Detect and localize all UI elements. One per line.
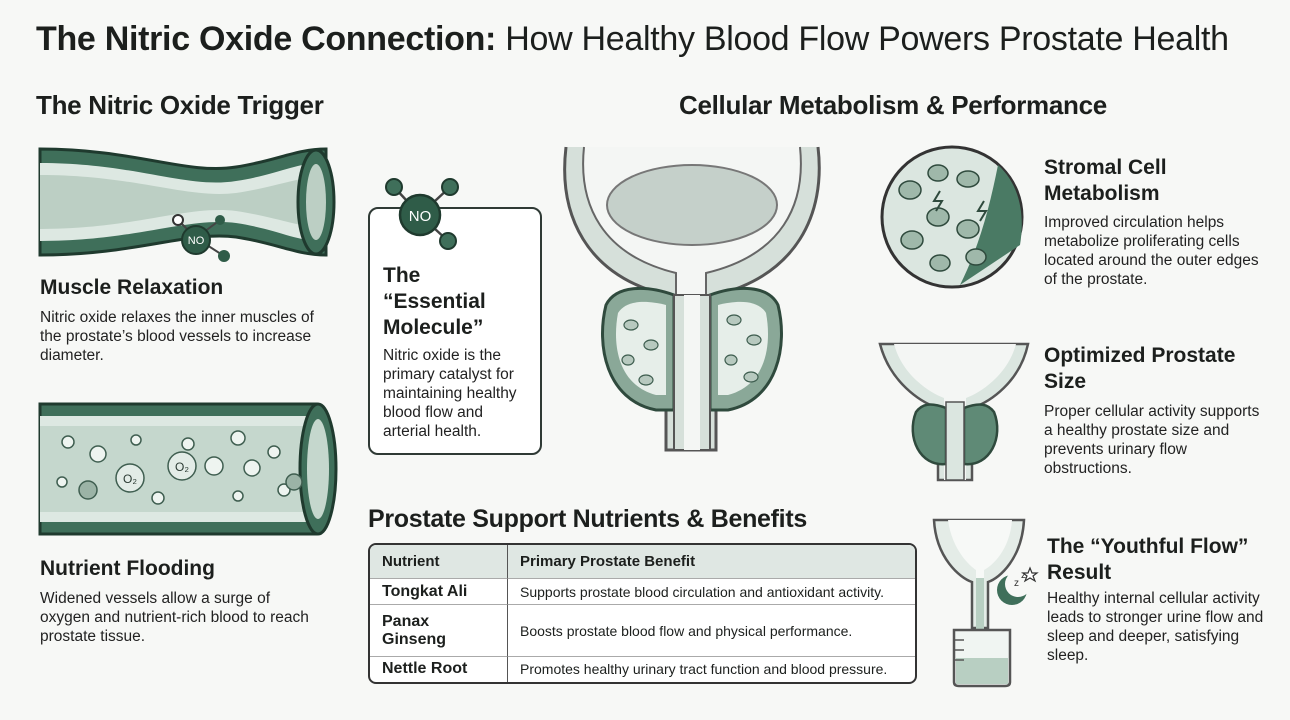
svg-text:z: z <box>1014 578 1019 589</box>
table-row: Panax Ginseng Boosts prostate blood flow… <box>370 605 915 657</box>
nutrient-flooding-text: Widened vessels allow a surge of oxygen … <box>40 590 309 645</box>
nutrient-flooding-title: Nutrient Flooding <box>40 557 215 580</box>
nutrients-table: Nutrient Primary Prostate Benefit Tongka… <box>368 543 917 684</box>
prostate-bladder-illustration <box>563 146 821 452</box>
cellular-metabolism-heading: Cellular Metabolism & Performance <box>679 90 1107 120</box>
benefit-cell: Promotes healthy urinary tract function … <box>520 661 888 678</box>
no-molecule-large-icon: NO <box>385 178 459 250</box>
no-label-large: NO <box>409 208 432 225</box>
muscle-relaxation-title: Muscle Relaxation <box>40 276 224 299</box>
stromal-text: Improved circulation helps metabolize pr… <box>1044 214 1259 288</box>
title-bold: The Nitric Oxide Connection: <box>36 20 497 58</box>
essential-molecule-card <box>368 207 542 455</box>
column-header-benefit: Primary Prostate Benefit <box>508 545 915 579</box>
youthful-flow-illustration: z z <box>932 518 1039 688</box>
nutrient-cell: Tongkat Ali <box>370 579 508 606</box>
widened-vessel-illustration: O₂ O₂ <box>38 402 338 536</box>
essential-molecule-title-line2: “Essential <box>383 290 486 313</box>
constricted-vessel-illustration <box>38 147 336 257</box>
column-header-nutrient: Nutrient <box>370 545 508 579</box>
stromal-cells-illustration <box>880 145 1024 289</box>
title-rest: How Healthy Blood Flow Powers Prostate H… <box>496 20 1229 58</box>
nutrient-cell: Nettle Root <box>370 656 508 682</box>
optimized-size-title: Optimized Prostate Size <box>1044 344 1236 393</box>
youthful-flow-text: Healthy internal cellular activity leads… <box>1047 590 1264 664</box>
no-molecule-icon: NO <box>172 214 230 262</box>
o2-label-2: O₂ <box>175 460 189 474</box>
nitric-trigger-heading: The Nitric Oxide Trigger <box>36 90 324 120</box>
stromal-title: Stromal Cell Metabolism <box>1044 156 1167 205</box>
table-row: Tongkat Ali Supports prostate blood circ… <box>370 579 915 606</box>
essential-molecule-text: Nitric oxide is the primary catalyst for… <box>383 347 517 440</box>
nutrient-cell: Panax Ginseng <box>370 605 508 657</box>
svg-text:z: z <box>1021 570 1026 581</box>
o2-label-1: O₂ <box>123 472 137 486</box>
essential-molecule-title-line3: Molecule” <box>383 316 484 339</box>
benefit-cell: Supports prostate blood circulation and … <box>508 579 915 606</box>
no-label-small: NO <box>188 235 205 247</box>
table-row: Nettle Root Promotes healthy urinary tra… <box>370 656 915 682</box>
nutrients-heading: Prostate Support Nutrients & Benefits <box>368 505 807 533</box>
youthful-flow-title: The “Youthful Flow” Result <box>1047 535 1249 584</box>
benefit-cell: Boosts prostate blood flow and physical … <box>508 605 915 657</box>
page-title: The Nitric Oxide Connection: How Healthy… <box>36 20 1229 59</box>
optimized-size-text: Proper cellular activity supports a heal… <box>1044 403 1260 477</box>
essential-molecule-title-line1: The <box>383 264 421 287</box>
table-header-row: Nutrient Primary Prostate Benefit <box>370 545 915 579</box>
muscle-relaxation-text: Nitric oxide relaxes the inner muscles o… <box>40 309 314 364</box>
optimized-prostate-illustration <box>878 342 1030 482</box>
